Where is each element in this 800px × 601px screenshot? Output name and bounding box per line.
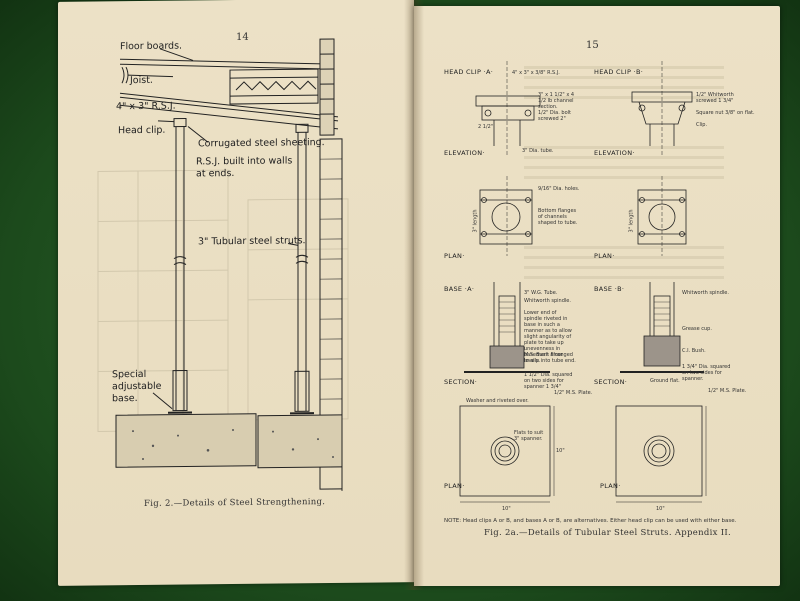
note-wg-tube: 3" W.G. Tube. xyxy=(524,290,558,296)
note-tube: 3" Dia. tube. xyxy=(522,148,554,154)
dim-length-a: 3" length xyxy=(472,209,479,233)
heading-plan-1a: PLAN· xyxy=(444,252,465,260)
heading-head-clip-b: HEAD CLIP ·B· xyxy=(594,68,644,76)
heading-plan-1b: PLAN· xyxy=(594,252,615,260)
note-rsj: 4" x 3" x 3/8" R.S.J. xyxy=(512,70,560,76)
note-washer: Washer and riveted over. xyxy=(466,398,529,404)
heading-section-b: SECTION· xyxy=(594,378,628,386)
dim-plan-a-side: 10" xyxy=(556,448,565,454)
note-ground-flat: Ground flat. xyxy=(650,378,680,384)
heading-section-a: SECTION· xyxy=(444,378,478,386)
note-spindle-b: Whitworth spindle. xyxy=(682,290,729,296)
heading-plan-2b: PLAN· xyxy=(600,482,621,490)
note-channel: 3" x 1 1/2" x 4 1/2 lb channel section. xyxy=(538,92,575,110)
right-page: 15 HEAD CLIP ·A· HEAD CLIP ·B· ELEVATION… xyxy=(414,6,780,586)
label-at-ends: at ends. xyxy=(196,168,235,180)
note-lower-end: Lower end of spindle riveted in base in … xyxy=(524,310,572,364)
note-squared-b: 1 3/4" Dia. squared on two sides for spa… xyxy=(682,364,731,382)
note-spindle-a: Whitworth spindle. xyxy=(524,298,571,304)
page-number-right: 15 xyxy=(586,40,599,51)
note-plate-a: 1/2" M.S. Plate. xyxy=(554,390,593,396)
dim-length-b: 3" length xyxy=(628,209,635,233)
heading-base-a: BASE ·A· xyxy=(444,285,475,293)
heading-elevation-b: ELEVATION· xyxy=(594,149,635,157)
tubular-struts-drawing xyxy=(459,61,724,503)
label-joist: Joist. xyxy=(130,74,153,87)
label-adjustable: adjustable xyxy=(112,380,162,393)
label-floor-boards: Floor boards. xyxy=(120,40,183,53)
note-flats: Flats to suit 3" spanner. xyxy=(514,430,544,442)
note-whitworth: 1/2" Whitworth screwed 1 3/4" xyxy=(696,92,734,104)
note-grease-cup: Grease cup. xyxy=(682,326,712,332)
label-rsj-built: R.S.J. built into walls xyxy=(196,155,293,168)
dim-plan-b-bottom: 10" xyxy=(656,506,665,512)
footnote: NOTE: Head clips A or B, and bases A or … xyxy=(444,518,737,524)
label-base: base. xyxy=(112,393,138,405)
note-bolt: 1/2" Dia. bolt screwed 2" xyxy=(538,110,572,122)
open-booklet: 14 Floor boards. Joist. 4" x 3" R.S.J. H… xyxy=(58,0,780,590)
label-head-clip: Head clip. xyxy=(118,124,166,137)
figure-caption-right: Fig. 2a.—Details of Tubular Steel Struts… xyxy=(484,528,732,538)
note-ci-bush: C.I. Bush. xyxy=(682,348,706,354)
left-page: 14 Floor boards. Joist. 4" x 3" R.S.J. H… xyxy=(58,0,414,586)
page-number-left: 14 xyxy=(236,31,249,43)
dim-width-a: 2 1/2" xyxy=(478,124,494,130)
dim-plan-a-bottom: 10" xyxy=(502,506,511,512)
note-squared-a: 1 1/2" Dia. squared on two sides for spa… xyxy=(524,372,573,390)
note-flanges: Bottom flanges of channels shaped to tub… xyxy=(538,208,578,226)
heading-elevation-a: ELEVATION· xyxy=(444,149,485,157)
label-rsj: 4" x 3" R.S.J. xyxy=(116,100,176,113)
heading-base-b: BASE ·B· xyxy=(594,285,625,293)
note-clip: Clip. xyxy=(696,122,708,128)
note-holes: 9/16" Dia. holes. xyxy=(538,186,580,192)
label-tubular-struts: 3" Tubular steel struts. xyxy=(198,235,306,248)
steel-strengthening-drawing xyxy=(97,38,349,491)
note-square-nut: Square nut 3/8" on flat. xyxy=(696,110,755,116)
label-corrugated-sheeting: Corrugated steel sheeting. xyxy=(198,137,325,150)
note-ms-bush: M.S. Bush arranged to slip into tube end… xyxy=(524,352,576,364)
figure-caption-left: Fig. 2.—Details of Steel Strengthening. xyxy=(144,497,326,509)
heading-plan-2a: PLAN· xyxy=(444,482,465,490)
label-special: Special xyxy=(112,368,147,381)
heading-head-clip-a: HEAD CLIP ·A· xyxy=(444,68,494,76)
note-plate-b: 1/2" M.S. Plate. xyxy=(708,388,747,394)
